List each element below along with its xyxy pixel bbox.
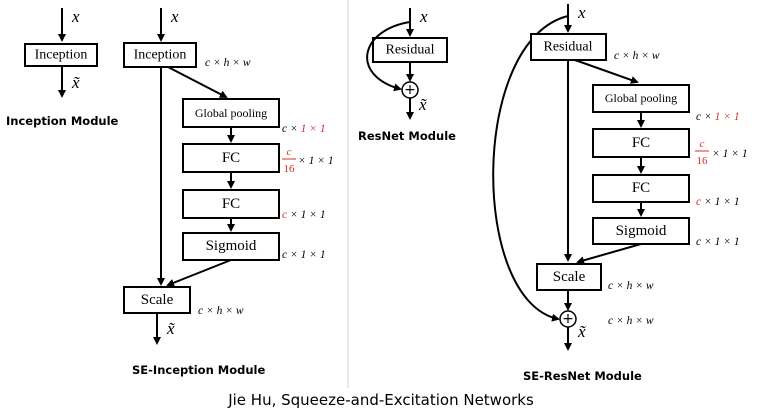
se-inception-fc1-numerator: c — [287, 146, 292, 158]
resnet-residual-label: Residual — [386, 43, 435, 58]
se-inception-dim-fc2: c × 1 × 1 — [282, 209, 326, 221]
resnet-module: x Residual + x̃ ResNet Module — [358, 7, 456, 143]
se-inception-pooling-label: Global pooling — [195, 106, 267, 120]
se-resnet-module: x Residual c × h × w Global pooling c × … — [492, 3, 748, 383]
inception-module: x Inception x̃ Inception Module — [6, 7, 119, 128]
se-resnet-module-caption: SE-ResNet Module — [523, 369, 642, 383]
se-resnet-dim-sigmoid: c × 1 × 1 — [696, 236, 740, 248]
resnet-skip-connection — [366, 21, 411, 92]
resnet-input-symbol: x — [419, 7, 428, 26]
se-resnet-residual-block — [530, 33, 607, 61]
se-resnet-sigmoid-block — [592, 217, 690, 245]
se-inception-module-caption: SE-Inception Module — [132, 363, 265, 377]
inception-output-symbol: x̃ — [71, 73, 80, 92]
se-resnet-dim-add: c × h × w — [608, 315, 654, 327]
se-resnet-dim-scale: c × h × w — [608, 280, 654, 292]
se-resnet-output-symbol: x̃ — [577, 322, 586, 341]
resnet-module-caption: ResNet Module — [358, 129, 456, 143]
se-inception-dim-scale: c × h × w — [198, 305, 244, 317]
se-resnet-dim-fc2: c × 1 × 1 — [696, 196, 740, 208]
se-resnet-residual-label: Residual — [544, 40, 593, 55]
se-inception-sigmoid-to-scale-arrow — [166, 259, 232, 287]
se-inception-dim-pooling-prefix: c × — [282, 123, 301, 135]
se-resnet-fc1-label: FC — [632, 135, 650, 151]
se-inception-dim-sigmoid: c × 1 × 1 — [282, 249, 326, 261]
se-resnet-add-symbol: + — [562, 311, 574, 327]
se-inception-module: x Inception c × h × w Global pooling c ×… — [123, 7, 334, 377]
se-inception-dim-fc2-red: c — [282, 209, 287, 221]
se-resnet-pooling-block — [592, 84, 690, 113]
se-resnet-sigmoid-to-scale-arrow — [576, 243, 642, 265]
se-resnet-fc1-numerator: c — [700, 138, 705, 150]
resnet-add-symbol: + — [404, 82, 416, 98]
se-resnet-dim-fc2-red: c — [696, 196, 701, 208]
se-inception-dim-fc2-suffix: × 1 × 1 — [287, 209, 326, 221]
se-resnet-fc2-block — [592, 174, 690, 203]
se-resnet-fc2-label: FC — [632, 180, 650, 196]
se-inception-dim-inception: c × h × w — [205, 57, 251, 69]
se-inception-input-symbol: x — [170, 7, 179, 26]
se-resnet-scale-label: Scale — [553, 269, 586, 285]
se-inception-fc1-denominator: 16 — [284, 163, 296, 175]
se-resnet-sigmoid-label: Sigmoid — [616, 223, 667, 239]
se-inception-fc2-block — [182, 189, 280, 219]
se-resnet-input-symbol: x — [577, 3, 586, 22]
se-resnet-dim-pooling-prefix: c × — [696, 111, 715, 123]
se-inception-inception-label: Inception — [134, 48, 187, 63]
se-inception-sigmoid-block — [182, 232, 280, 261]
resnet-output-symbol: x̃ — [418, 95, 427, 114]
se-inception-scale-block — [123, 286, 191, 314]
se-inception-to-pooling-arrow — [167, 66, 228, 98]
se-resnet-fc1-block — [592, 128, 690, 158]
se-resnet-fc1-denominator: 16 — [697, 155, 709, 167]
inception-input-symbol: x — [71, 7, 80, 26]
se-inception-output-symbol: x̃ — [166, 319, 175, 338]
se-resnet-pooling-label: Global pooling — [605, 91, 677, 105]
se-resnet-to-pooling-arrow — [574, 59, 639, 84]
se-inception-fc2-label: FC — [222, 196, 240, 212]
se-inception-dim-pooling-red: 1 × 1 — [301, 123, 326, 135]
se-resnet-fc1-suffix: × 1 × 1 — [712, 148, 748, 160]
inception-module-caption: Inception Module — [6, 114, 119, 128]
se-inception-fc1-suffix: × 1 × 1 — [298, 155, 334, 167]
se-resnet-dim-fc2-suffix: × 1 × 1 — [701, 196, 740, 208]
se-inception-dim-pooling: c × 1 × 1 — [282, 123, 326, 135]
se-inception-scale-label: Scale — [141, 292, 174, 308]
se-resnet-dim-residual: c × h × w — [614, 50, 660, 62]
se-inception-fc1-label: FC — [222, 150, 240, 166]
se-resnet-dim-pooling: c × 1 × 1 — [696, 111, 740, 123]
se-resnet-dim-pooling-red: 1 × 1 — [715, 111, 740, 123]
se-inception-sigmoid-label: Sigmoid — [206, 238, 257, 254]
inception-block-label: Inception — [35, 48, 88, 63]
credit-text: Jie Hu, Squeeze-and-Excitation Networks — [227, 391, 534, 409]
